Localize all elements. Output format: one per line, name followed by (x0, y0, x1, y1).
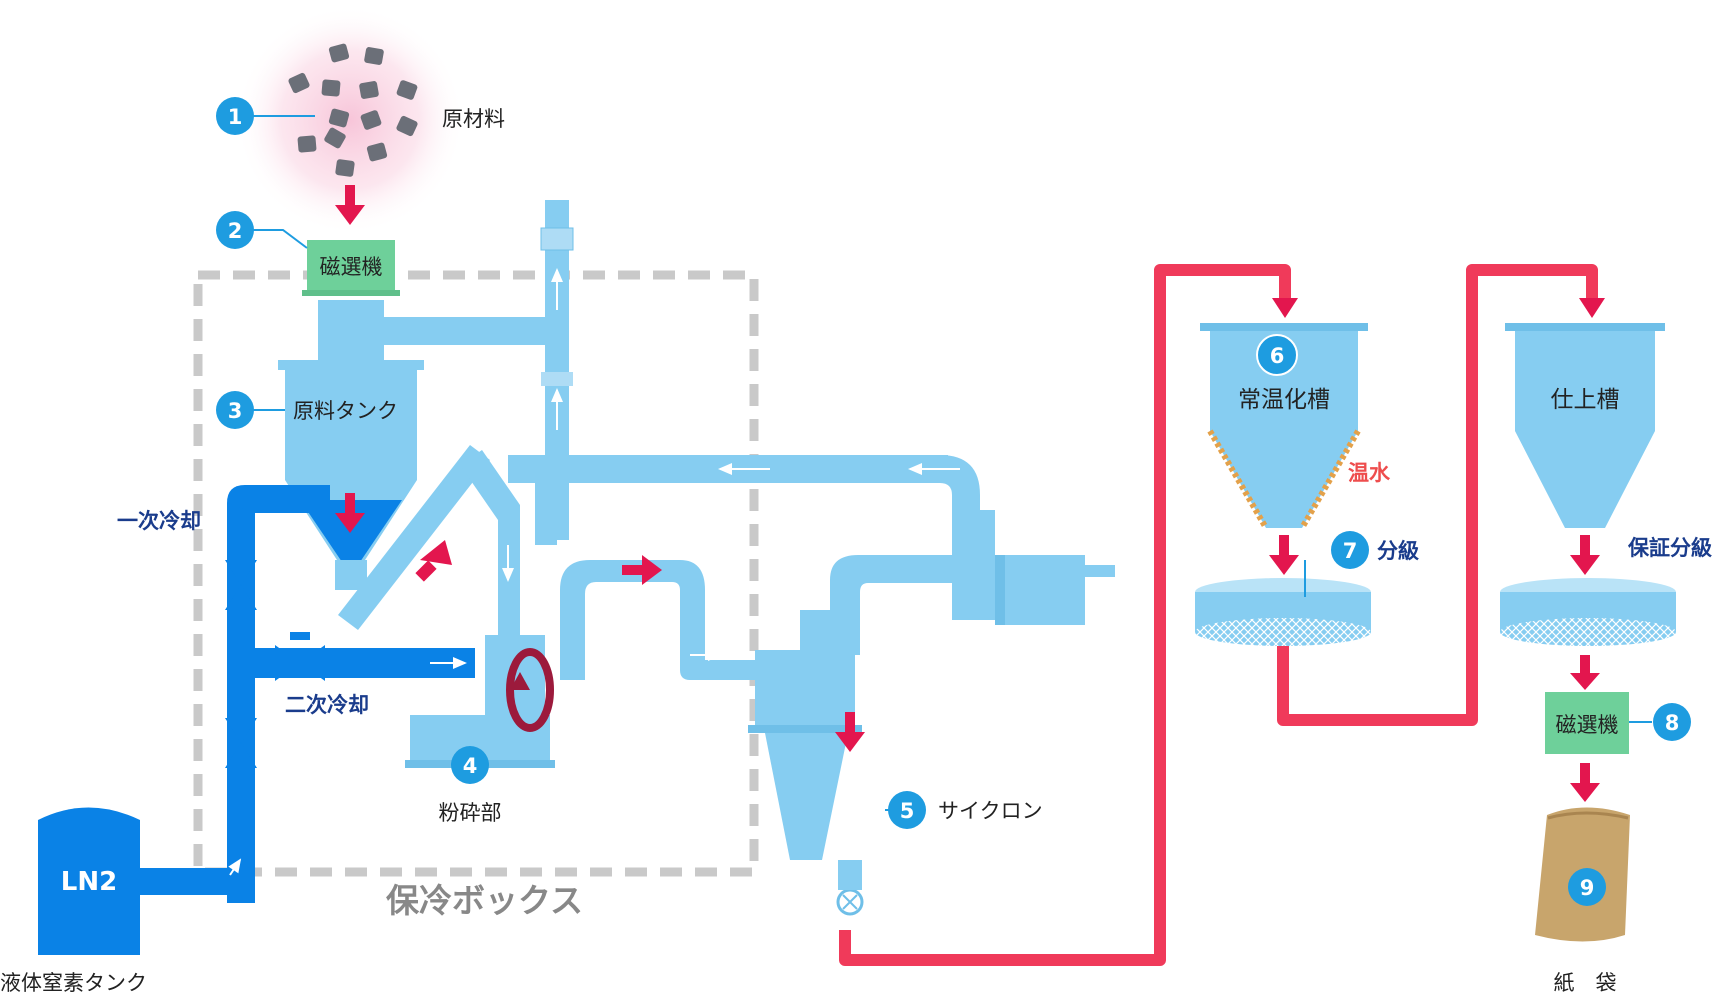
paper-bag-label: 紙 袋 (1554, 971, 1617, 994)
finish-tank-label: 仕上槽 (1551, 387, 1620, 413)
marker-8: 8 (1653, 703, 1691, 741)
arrow-to-classifier (1269, 535, 1299, 575)
marker-9: 9 (1568, 868, 1606, 906)
primary-cooling-label: 一次冷却 (117, 509, 201, 533)
svg-text:3: 3 (228, 399, 243, 423)
arrow-to-bag (1570, 763, 1600, 802)
cyclone-label: サイクロン (938, 799, 1043, 823)
magnet-separator-top (307, 240, 395, 292)
svg-text:5: 5 (900, 799, 915, 823)
raw-tank-label: 原料タンク (293, 399, 398, 423)
ln2-tank (38, 807, 140, 955)
svg-text:9: 9 (1580, 876, 1595, 900)
grinder-label: 粉砕部 (439, 801, 502, 825)
raw-material-label: 原材料 (442, 107, 505, 131)
arrow-to-guaranteed-classifier (1570, 535, 1600, 575)
magnet-top-label: 磁選機 (320, 255, 383, 279)
warm-water-label: 温水 (1348, 461, 1391, 485)
svg-text:8: 8 (1665, 711, 1680, 735)
finish-tank (1505, 323, 1665, 528)
normal-temp-tank-label: 常温化槽 (1238, 387, 1330, 413)
cold-box-label: 保冷ボックス (386, 881, 583, 920)
ln2-label: LN2 (61, 867, 117, 897)
raw-material-pile (235, 5, 465, 235)
arrow-to-magnet-bottom (1570, 655, 1600, 690)
transport-line (839, 264, 1598, 966)
magnet-separator-bottom (1545, 692, 1629, 754)
svg-text:1: 1 (228, 105, 243, 129)
marker-5: 5 (888, 791, 926, 829)
marker-2: 2 (216, 211, 254, 249)
svg-text:4: 4 (463, 754, 478, 778)
svg-text:6: 6 (1270, 344, 1285, 368)
cyclone (748, 610, 864, 916)
marker-3: 3 (216, 391, 254, 429)
ln2-tank-label: 液体窒素タンク (0, 971, 147, 994)
guaranteed-classify-label: 保証分級 (1627, 536, 1712, 560)
red-flow-arrows (335, 185, 865, 752)
classifier (1195, 560, 1371, 646)
magnet-bottom-label: 磁選機 (1556, 713, 1619, 737)
marker-1: 1 (216, 97, 254, 135)
cold-box-outline (193, 270, 759, 877)
light-pipes (338, 200, 995, 680)
marker-6: 6 (1256, 334, 1298, 376)
guaranteed-classifier (1500, 578, 1676, 646)
secondary-cooling-label: 二次冷却 (285, 693, 369, 717)
marker-7: 7 (1331, 531, 1369, 569)
marker-leaders (253, 115, 315, 411)
svg-text:7: 7 (1343, 539, 1358, 563)
blower (995, 555, 1115, 625)
svg-text:2: 2 (228, 219, 243, 243)
marker-4: 4 (451, 746, 489, 784)
ln2-valves (225, 560, 325, 768)
classify-label: 分級 (1377, 539, 1419, 563)
flow-arrows-white (502, 268, 960, 670)
